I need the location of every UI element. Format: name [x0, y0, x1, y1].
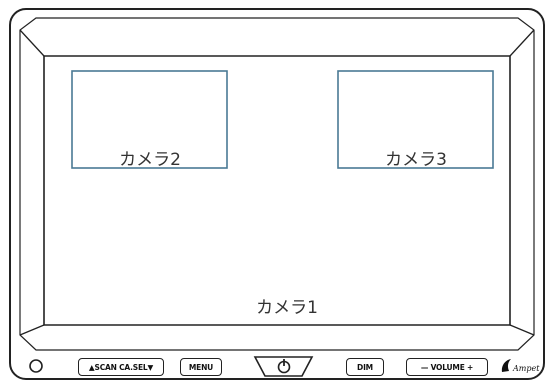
brand-logo: Ampet — [500, 357, 540, 379]
volume-button[interactable]: — VOLUME + — [406, 358, 488, 376]
brand-logo-text: Ampet — [513, 364, 540, 373]
power-indicator-circle — [29, 359, 43, 373]
camera3-inset — [337, 70, 494, 169]
bezel-bevel-line — [19, 324, 45, 336]
camera1-label: カメラ1 — [256, 298, 318, 318]
menu-button[interactable]: MENU — [180, 358, 222, 376]
bezel-bevel-line — [19, 29, 45, 57]
brand-logo-icon — [501, 359, 511, 372]
dim-button[interactable]: DIM — [346, 358, 384, 376]
bezel-bevel-line — [509, 29, 535, 57]
scan-camera-select-button[interactable]: ▲SCAN CA.SEL▼ — [78, 358, 164, 376]
camera2-inset — [71, 70, 228, 169]
camera2-label: カメラ2 — [119, 150, 181, 170]
camera3-label: カメラ3 — [385, 150, 447, 170]
power-button[interactable] — [255, 357, 312, 376]
bezel-bevel-line — [509, 324, 535, 336]
power-button-shape — [253, 356, 314, 377]
